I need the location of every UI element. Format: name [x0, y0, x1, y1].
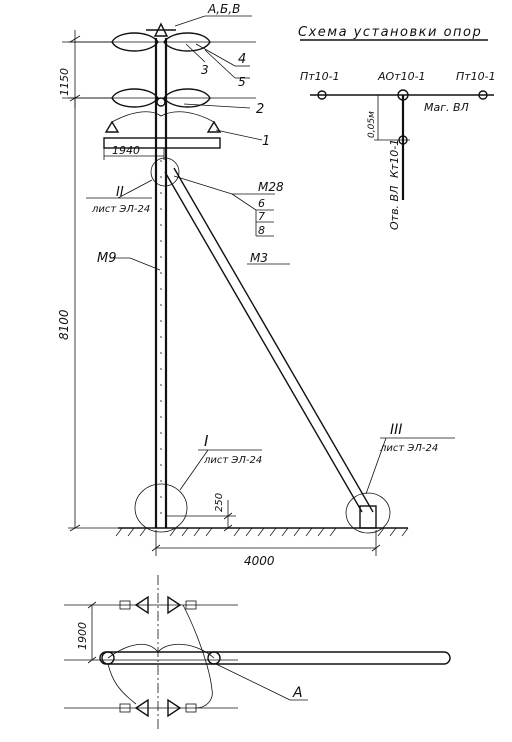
lower-insulator-left: [104, 120, 120, 133]
callout-6: 6: [258, 197, 265, 210]
callout-5: 5: [238, 75, 246, 89]
plan-jumper-top: [107, 643, 215, 659]
pole-left-symbol: [317, 90, 327, 100]
top-label: А,Б,В: [207, 2, 240, 16]
dimension-lines: [68, 30, 381, 556]
mark-m28: М28: [258, 180, 284, 194]
callout-leaders: [86, 15, 455, 495]
plan-jumper-right: [182, 604, 213, 709]
callout-3: 3: [201, 63, 209, 77]
scheme-pole-right: Пт10-1: [456, 70, 496, 83]
plan-mark: А: [292, 685, 303, 701]
plan-crossarm: [99, 651, 451, 665]
top-insulator-right: [163, 32, 211, 52]
plan-bushing-right: [207, 651, 221, 665]
detail-iii-ref: лист ЭЛ-24: [379, 443, 438, 454]
scheme-title: Схема установки опор: [298, 25, 482, 40]
detail-ii-circle: [150, 157, 180, 187]
lower-crossarm: [103, 137, 221, 149]
plan-insulators-bot: [134, 698, 182, 718]
callout-1: 1: [262, 134, 270, 149]
second-row-clamp: [156, 97, 166, 107]
strut-edge-a: [164, 171, 363, 513]
labels: А,Б,В 3 4 5 2 1 М28 6 7 8 М9 М3 II лист …: [57, 2, 496, 701]
mark-m3: М3: [250, 251, 268, 265]
lower-insulator-right: [206, 120, 222, 133]
detail-i-label: I: [204, 432, 209, 450]
detail-iii-circle: [345, 492, 391, 534]
scheme-offset: 0,05м: [367, 111, 377, 138]
jumper-wire: [111, 111, 215, 123]
dim-height: 8100: [57, 309, 71, 340]
mark-m9: М9: [97, 251, 117, 266]
detail-i-circle: [134, 483, 188, 533]
pole-right-symbol: [478, 90, 488, 100]
scheme-branch-line: Отв. ВЛ: [388, 186, 401, 230]
plan-clamp-tl: [119, 600, 131, 610]
detail-ii-label: II: [116, 185, 124, 200]
second-insulator-right: [163, 88, 211, 108]
plan-insulators-top: [134, 595, 182, 615]
dim-base: 4000: [244, 554, 275, 568]
strut-foot: [359, 505, 377, 529]
ground-hatching: [115, 527, 409, 537]
callout-7: 7: [258, 210, 265, 223]
detail-i-ref: лист ЭЛ-24: [203, 455, 262, 466]
plan-clamp-bl: [119, 703, 131, 713]
scheme-pole-mid: АОт10-1: [377, 70, 426, 83]
plan-jumper-left: [107, 663, 137, 705]
dim-top: 1150: [58, 68, 71, 96]
plan-view: [64, 575, 451, 730]
installation-scheme: [300, 39, 494, 200]
dim-plan: 1900: [76, 622, 89, 650]
scheme-main-line: Маг. ВЛ: [424, 101, 469, 114]
dim-foot: 250: [214, 493, 225, 512]
callout-4: 4: [238, 52, 246, 67]
callout-8: 8: [258, 224, 265, 237]
strut-edge-b: [173, 167, 374, 513]
scheme-pole-left: Пт10-1: [300, 70, 340, 83]
second-insulator-left: [111, 88, 159, 108]
plan-clamp-tr: [185, 600, 197, 610]
scheme-branch-pole: Кт10-1: [388, 139, 401, 178]
detail-iii-label: III: [390, 422, 402, 438]
callout-2: 2: [256, 102, 264, 117]
pole-elevation: [62, 22, 409, 537]
detail-ii-ref: лист ЭЛ-24: [91, 204, 150, 215]
dim-cross: 1940: [112, 144, 140, 157]
top-insulator-left: [111, 32, 159, 52]
